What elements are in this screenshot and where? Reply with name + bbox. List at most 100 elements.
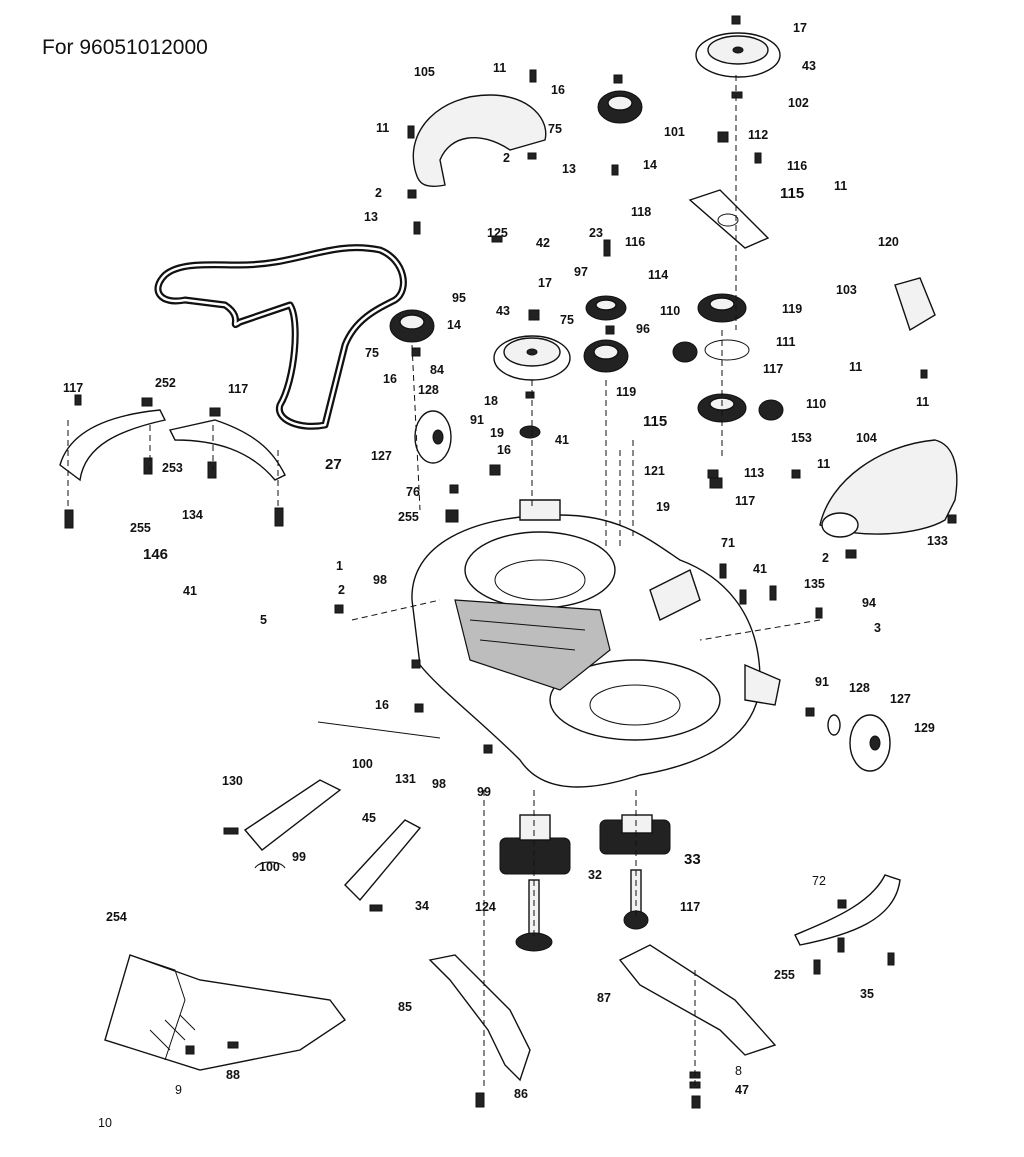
baffle-254 xyxy=(794,874,901,946)
bracket-118 xyxy=(688,189,770,249)
callout-114: 114 xyxy=(648,268,668,282)
callout-41: 41 xyxy=(555,433,569,447)
callout-115: 115 xyxy=(780,185,804,202)
callout-9: 9 xyxy=(175,1083,182,1097)
callout-17: 17 xyxy=(793,21,807,35)
callout-2: 2 xyxy=(338,583,345,597)
blade-85 xyxy=(618,944,777,1056)
baffle-252 xyxy=(59,409,167,482)
callout-98: 98 xyxy=(373,573,387,587)
callout-127: 127 xyxy=(371,449,392,463)
callout-11: 11 xyxy=(849,360,862,374)
blade-35 xyxy=(428,954,531,1082)
callout-34: 34 xyxy=(415,899,429,913)
callout-118: 118 xyxy=(631,205,651,219)
callout-91: 91 xyxy=(815,675,829,689)
callout-119: 119 xyxy=(782,302,802,316)
callout-23: 23 xyxy=(589,226,603,240)
callout-120: 120 xyxy=(878,235,899,249)
gauge-wheel-128-left xyxy=(414,410,452,464)
callout-253: 253 xyxy=(162,461,183,475)
callout-17: 17 xyxy=(538,276,552,290)
callout-14: 14 xyxy=(447,318,461,332)
baffle-253 xyxy=(168,419,286,481)
callout-16: 16 xyxy=(551,83,565,97)
callout-255: 255 xyxy=(398,510,419,524)
spindle-shaft-124 xyxy=(623,869,649,930)
callout-85: 85 xyxy=(398,1000,412,1014)
callout-124: 124 xyxy=(475,900,496,914)
callout-104: 104 xyxy=(856,431,877,445)
callout-103: 103 xyxy=(836,283,857,297)
idler-pulley-75-a xyxy=(597,90,643,124)
callout-13: 13 xyxy=(562,162,576,176)
callout-117: 117 xyxy=(680,900,700,914)
callout-95: 95 xyxy=(452,291,466,305)
callout-8: 8 xyxy=(735,1064,742,1078)
callout-128: 128 xyxy=(849,681,870,695)
callout-99: 99 xyxy=(292,850,306,864)
lift-link-99-b xyxy=(344,819,422,902)
callout-101: 101 xyxy=(664,125,685,139)
callout-117: 117 xyxy=(735,494,755,508)
mower-deck-shell xyxy=(411,499,781,788)
callout-254: 254 xyxy=(106,910,127,924)
callout-3: 3 xyxy=(874,621,881,635)
callout-2: 2 xyxy=(822,551,829,565)
callout-2: 2 xyxy=(503,151,510,165)
callout-111: 111 xyxy=(776,335,796,349)
callout-11: 11 xyxy=(916,395,929,409)
callout-116: 116 xyxy=(787,159,807,173)
callout-72: 72 xyxy=(812,874,826,888)
callout-153: 153 xyxy=(791,431,812,445)
callout-112: 112 xyxy=(748,128,768,142)
callout-41: 41 xyxy=(183,584,197,598)
callout-100: 100 xyxy=(259,860,280,874)
pulley-43-center xyxy=(493,335,571,381)
callout-16: 16 xyxy=(383,372,397,386)
callout-71: 71 xyxy=(721,536,735,550)
callout-45: 45 xyxy=(362,811,376,825)
callout-119: 119 xyxy=(616,385,636,399)
callout-255: 255 xyxy=(130,521,151,535)
callout-252: 252 xyxy=(155,376,176,390)
callout-43: 43 xyxy=(496,304,510,318)
callout-19: 19 xyxy=(656,500,670,514)
callout-33: 33 xyxy=(684,851,701,868)
callout-121: 121 xyxy=(644,464,665,478)
callout-110: 110 xyxy=(806,397,826,411)
callout-133: 133 xyxy=(927,534,948,548)
callout-41: 41 xyxy=(753,562,767,576)
callout-135: 135 xyxy=(804,577,825,591)
callout-130: 130 xyxy=(222,774,243,788)
callout-35: 35 xyxy=(860,987,874,1001)
callout-43: 43 xyxy=(802,59,816,73)
callout-16: 16 xyxy=(375,698,389,712)
pulley-43-top xyxy=(695,32,781,78)
callout-5: 5 xyxy=(260,613,267,627)
callout-134: 134 xyxy=(182,508,203,522)
callout-127: 127 xyxy=(890,692,911,706)
discharge-chute-72 xyxy=(104,954,347,1071)
callout-19: 19 xyxy=(490,426,504,440)
callout-14: 14 xyxy=(643,158,657,172)
callout-91: 91 xyxy=(470,413,484,427)
callout-105: 105 xyxy=(414,65,435,79)
callout-18: 18 xyxy=(484,394,498,408)
callout-117: 117 xyxy=(63,381,83,395)
callout-42: 42 xyxy=(536,236,550,250)
page-title: For 96051012000 xyxy=(42,36,208,59)
rod-129 xyxy=(317,721,441,739)
callout-11: 11 xyxy=(834,179,847,193)
callout-27: 27 xyxy=(325,456,342,473)
callout-16: 16 xyxy=(497,443,511,457)
callout-146: 146 xyxy=(143,546,168,563)
callout-116: 116 xyxy=(625,235,645,249)
drive-belt xyxy=(154,244,407,430)
belt-cover-104 xyxy=(819,439,958,538)
spindle-housing-33 xyxy=(499,814,571,875)
callout-117: 117 xyxy=(763,362,783,376)
idler-pulley-75-c xyxy=(583,339,629,373)
